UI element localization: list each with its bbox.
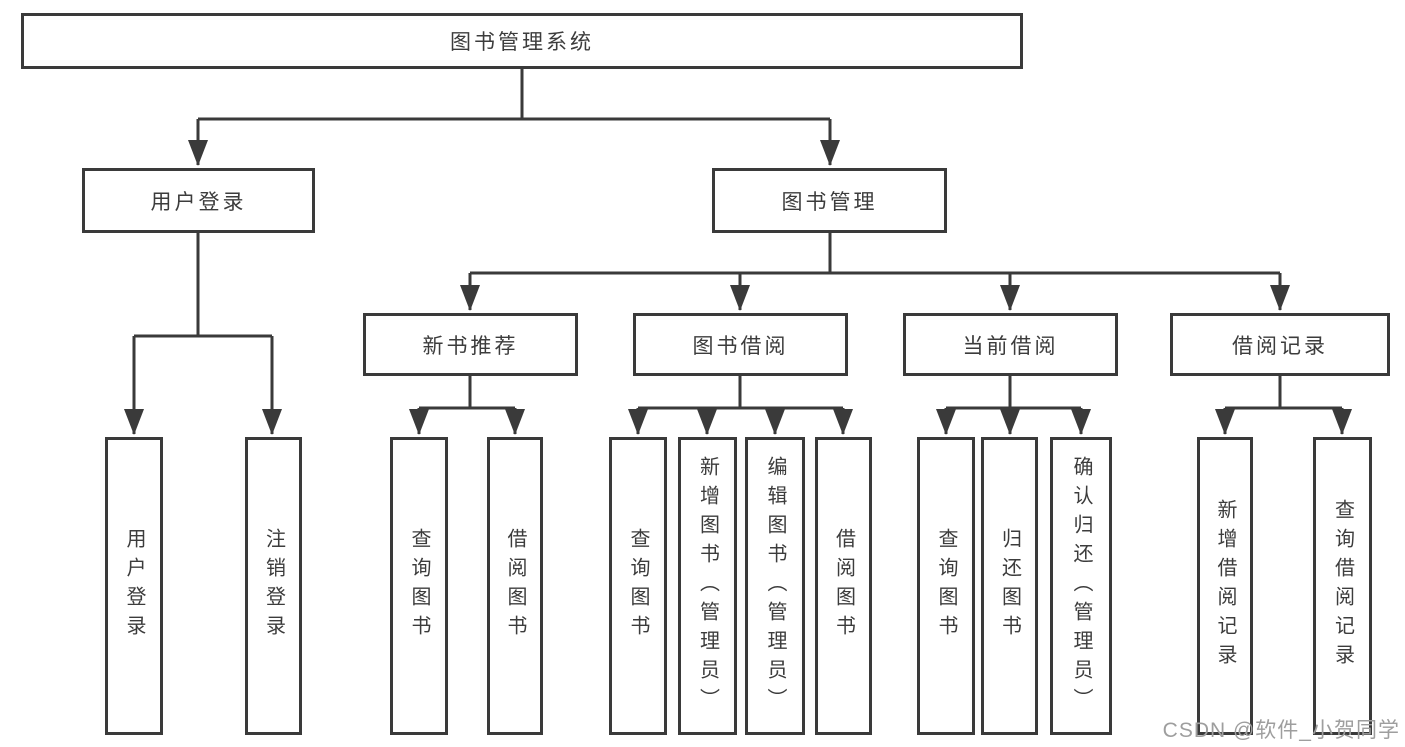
leaf-newbook-query-books: 查询图书 xyxy=(390,437,448,735)
leaf-current-confirm-return-admin: 确认归还（管理员） xyxy=(1050,437,1112,735)
node-user-login: 用户登录 xyxy=(82,168,315,233)
node-borrow-record: 借阅记录 xyxy=(1170,313,1390,376)
leaf-borrow-query-books: 查询图书 xyxy=(609,437,667,735)
node-book-borrow: 图书借阅 xyxy=(633,313,848,376)
node-system-root: 图书管理系统 xyxy=(21,13,1023,69)
node-current-borrow: 当前借阅 xyxy=(903,313,1118,376)
connector-book-borrow-bus xyxy=(638,376,843,410)
leaf-borrow-borrow-books: 借阅图书 xyxy=(815,437,872,735)
leaf-borrow-edit-books-admin: 编辑图书（管理员） xyxy=(745,437,805,735)
connector-user-login-bus xyxy=(134,233,272,338)
node-book-management: 图书管理 xyxy=(712,168,947,233)
node-new-book-recommend: 新书推荐 xyxy=(363,313,578,376)
leaf-current-query-books: 查询图书 xyxy=(917,437,975,735)
leaf-user-login: 用户登录 xyxy=(105,437,163,735)
leaf-current-return-books: 归还图书 xyxy=(981,437,1038,735)
leaf-record-add-record: 新增借阅记录 xyxy=(1197,437,1253,735)
leaf-newbook-borrow-books: 借阅图书 xyxy=(487,437,543,735)
leaf-record-query-record: 查询借阅记录 xyxy=(1313,437,1372,735)
connector-root-bus xyxy=(198,69,830,121)
connector-borrow-record-bus xyxy=(1225,376,1342,410)
connector-current-borrow-bus xyxy=(946,376,1081,410)
connector-book-mgmt-bus xyxy=(470,233,1280,275)
connector-new-book-bus xyxy=(419,376,515,410)
csdn-watermark: CSDN @软件_小贺同学 xyxy=(1162,719,1400,742)
leaf-borrow-add-books-admin: 新增图书（管理员） xyxy=(678,437,737,735)
leaf-logout: 注销登录 xyxy=(245,437,302,735)
